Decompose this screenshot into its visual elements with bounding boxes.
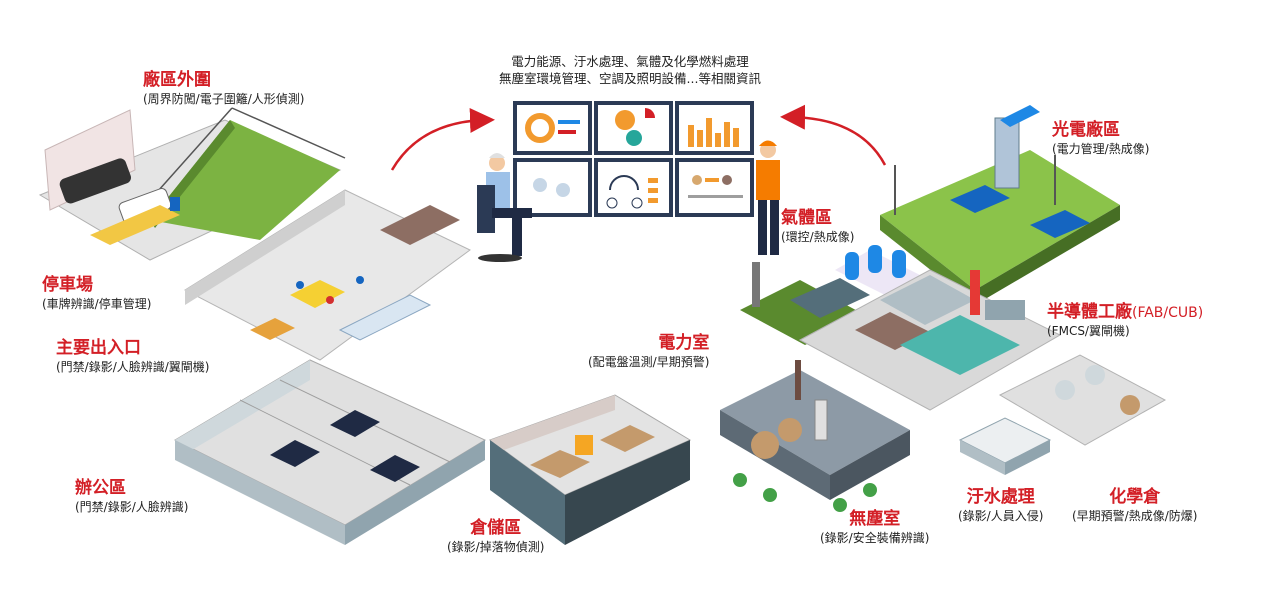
operator-figure <box>477 153 532 262</box>
zone-power-room-sub: (配電盤溫測/早期預警) <box>588 355 710 369</box>
industrial-complex-illustration <box>720 105 1167 512</box>
entrance-illustration <box>183 189 471 361</box>
zone-power-room: 電力室 (配電盤溫測/早期預警) <box>588 328 709 370</box>
warehouse-illustration <box>488 394 692 545</box>
zone-entrance-title: 主要出入口 <box>56 338 141 358</box>
control-room-illustration <box>477 101 780 262</box>
office-illustration <box>173 359 487 545</box>
zone-parking-title: 停車場 <box>42 275 93 295</box>
zone-cleanroom-title: 無塵室 <box>849 509 901 529</box>
zone-warehouse: 倉儲區 (錄影/掉落物偵測) <box>447 513 544 555</box>
zone-office-title: 辦公區 <box>75 478 126 498</box>
zone-gas-area: 氣體區 (環控/熱成像) <box>781 203 854 245</box>
zone-semiconductor-title: 半導體工廠 <box>1047 302 1132 322</box>
center-caption-line2: 無塵室環境管理、空調及照明設備...等相關資訊 <box>499 71 761 86</box>
zone-wastewater: 汙水處理 (錄影/人員入侵) <box>958 482 1043 524</box>
zone-entrance: 主要出入口 (門禁/錄影/人臉辨識/翼閘機) <box>56 333 210 375</box>
perimeter-parking-illustration <box>38 107 346 261</box>
engineer-figure <box>756 140 780 255</box>
zone-chemical-sub: (早期預警/熱成像/防爆) <box>1072 509 1198 523</box>
zone-power-room-title: 電力室 <box>658 333 710 353</box>
zone-semiconductor: 半導體工廠(FAB/CUB) (FMCS/翼閘機) <box>1047 297 1203 339</box>
monitor-wall <box>513 101 754 217</box>
zone-perimeter-title: 廠區外圍 <box>143 70 211 90</box>
zone-solar-plant: 光電廠區 (電力管理/熱成像) <box>1052 115 1149 157</box>
flow-arrow-right <box>780 104 887 166</box>
zone-parking-sub: (車牌辨識/停車管理) <box>42 297 152 311</box>
zone-entrance-sub: (門禁/錄影/人臉辨識/翼閘機) <box>56 360 210 374</box>
zone-cleanroom-sub: (錄影/安全裝備辨識) <box>820 531 930 545</box>
zone-semiconductor-sub: (FMCS/翼閘機) <box>1047 324 1130 338</box>
zone-solar-plant-sub: (電力管理/熱成像) <box>1052 142 1150 156</box>
flow-arrow-left <box>390 107 495 171</box>
zone-perimeter: 廠區外圍 (周界防闖/電子圍籬/人形偵測) <box>143 65 304 107</box>
zone-chemical-title: 化學倉 <box>1109 487 1161 507</box>
zone-chemical: 化學倉 (早期預警/熱成像/防爆) <box>1072 482 1197 524</box>
zone-cleanroom: 無塵室 (錄影/安全裝備辨識) <box>820 504 929 546</box>
zone-gas-area-sub: (環控/熱成像) <box>781 230 855 244</box>
zone-solar-plant-title: 光電廠區 <box>1052 120 1120 140</box>
zone-gas-area-title: 氣體區 <box>781 208 832 228</box>
zone-warehouse-title: 倉儲區 <box>470 518 522 538</box>
zone-semiconductor-title-suffix: (FAB/CUB) <box>1132 305 1204 321</box>
zone-parking: 停車場 (車牌辨識/停車管理) <box>42 270 151 312</box>
zone-perimeter-sub: (周界防闖/電子圍籬/人形偵測) <box>143 92 305 106</box>
zone-wastewater-sub: (錄影/人員入侵) <box>958 509 1044 523</box>
zone-wastewater-title: 汙水處理 <box>966 487 1035 507</box>
zone-office: 辦公區 (門禁/錄影/人臉辨識) <box>75 473 188 515</box>
zone-warehouse-sub: (錄影/掉落物偵測) <box>447 540 545 554</box>
zone-office-sub: (門禁/錄影/人臉辨識) <box>75 500 189 514</box>
center-caption: 電力能源、汙水處理、氣體及化學燃料處理 無塵室環境管理、空調及照明設備...等相… <box>470 53 790 87</box>
center-caption-line1: 電力能源、汙水處理、氣體及化學燃料處理 <box>511 54 749 69</box>
